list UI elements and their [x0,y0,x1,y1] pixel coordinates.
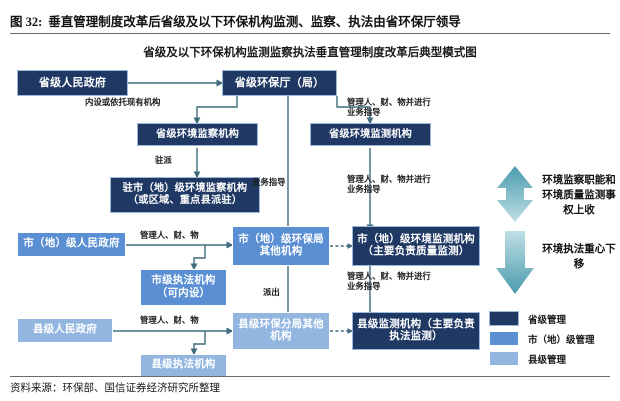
annotation-upward-centralization: 环境监察职能和环境质量监测事权上收 [542,175,616,217]
legend-label-county: 县级管理 [528,355,567,366]
figure-title: 垂直管理制度改革后省级及以下环保机构监测、监察、执法由省环保厅领导 [48,15,461,29]
node-county-monitoring-agency[interactable]: 县级监测机构（主要负责执法监测） [352,312,480,350]
edge-label-manage-and-guide-city: 管理人、财、物并进行业务指导 [347,272,431,292]
node-provincial-monitoring-agency[interactable]: 省级环境监测机构 [310,123,431,146]
edge-label-manage-resources-city: 管理人、财、物 [140,231,199,240]
edge-label-business-guidance: 业务指导 [252,178,286,187]
node-county-enforcement-agency[interactable]: 县级执法机构 [140,354,227,377]
node-city-stationed-inspection-agency[interactable]: 驻市（地）级环境监察机构（或区域、重点县派驻） [110,177,260,213]
node-provincial-inspection-agency[interactable]: 省级环境监察机构 [137,123,258,146]
edge-label-manage-and-guide-provincial: 管理人、财、物并进行业务指导 [347,98,431,118]
arrow-up-icon [497,166,533,222]
node-city-enforcement-agency[interactable]: 市级执法机构（可内设） [140,269,227,306]
legend-item-city: 市（地）级管理 [489,330,614,347]
annotation-downward-enforcement: 环境执法重心下移 [542,244,616,271]
figure-source: 资料来源：环保部、国信证券经济研究所整理 [10,376,610,398]
figure-number: 图 32: [10,15,43,29]
arrow-down-icon-shape [496,231,534,294]
edge-label-stationed: 驻派 [155,156,172,165]
legend-label-provincial: 省级管理 [528,315,567,326]
node-county-government[interactable]: 县级人民政府 [17,318,113,343]
legend-label-city: 市（地）级管理 [528,335,595,346]
edge-label-internal-or-existing: 内设或依托现有机构 [85,98,161,107]
node-city-monitoring-agency[interactable]: 市（地）级环境监测机构（主要负责质量监测） [352,226,480,266]
legend: 省级管理 市（地）级管理 县级管理 [489,310,614,370]
legend-item-county: 县级管理 [489,350,614,367]
figure-header: 图 32: 垂直管理制度改革后省级及以下环保机构监测、监察、执法由省环保厅领导 [10,8,610,34]
chart-title: 省级及以下环保机构监测监察执法垂直管理制度改革后典型模式图 [143,47,477,59]
node-provincial-government[interactable]: 省级人民政府 [17,70,128,96]
node-city-epb[interactable]: 市（地）级环保局其他机构 [232,226,330,266]
node-city-government[interactable]: 市（地）级人民政府 [17,232,126,257]
legend-swatch-city [489,331,519,346]
edge-label-manage-and-guide-provincial-2: 管理人、财、物并进行业务指导 [347,175,431,195]
edge-label-dispatched: 派出 [263,288,280,297]
node-county-epb[interactable]: 县级环保分局其他机构 [232,312,330,350]
legend-swatch-county [489,351,519,366]
edge-label-manage-resources-county: 管理人、财、物 [140,316,199,325]
legend-swatch-provincial [489,311,519,326]
legend-item-provincial: 省级管理 [489,310,614,327]
node-provincial-epb[interactable]: 省级环保厅（局） [222,70,337,96]
